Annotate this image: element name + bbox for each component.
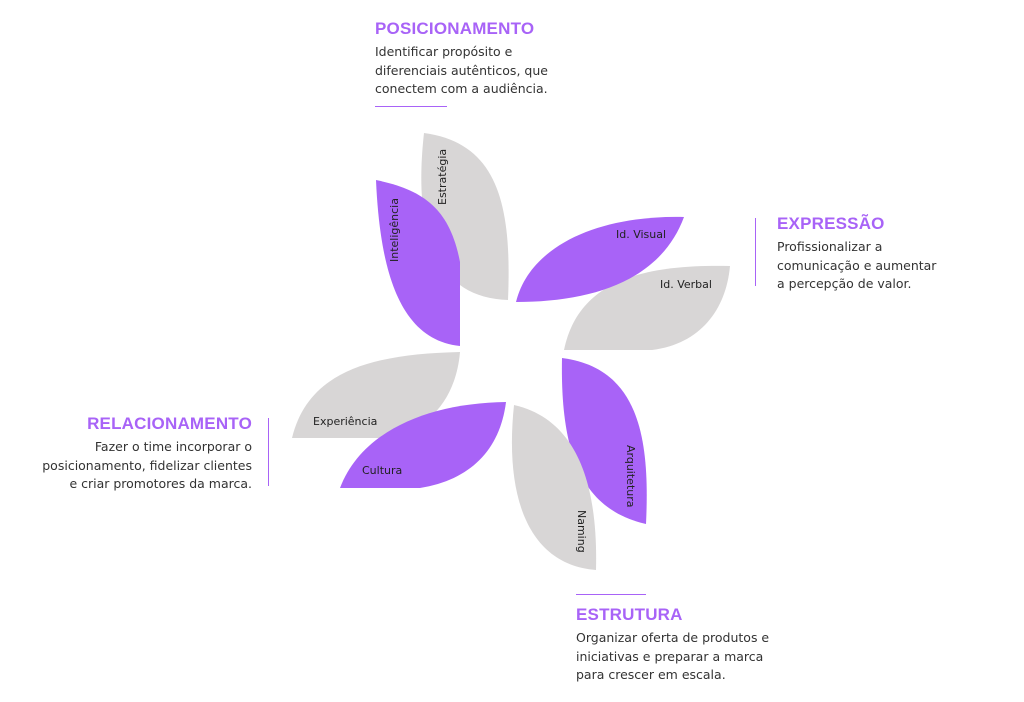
section-text-estrutura: Organizar oferta de produtos e iniciativ… — [576, 630, 770, 682]
section-title-relacionamento: RELACIONAMENTO — [87, 414, 252, 433]
petal-arquitetura — [561, 358, 647, 524]
petal-label-arquitetura: Arquitetura — [624, 445, 637, 508]
section-text-expressao: Profissionalizar a comunicação e aumenta… — [777, 239, 937, 291]
section-title-posicionamento: POSICIONAMENTO — [375, 19, 535, 38]
divider-expressao — [755, 218, 756, 286]
petal-naming — [511, 405, 597, 570]
petal-label-estrategia: Estratégia — [436, 149, 449, 205]
petal-cultura — [340, 402, 506, 488]
petal-label-naming: Naming — [575, 510, 588, 553]
section-relacionamento: RELACIONAMENTO Fazer o time incorporar o… — [30, 414, 252, 494]
divider-posicionamento — [375, 106, 447, 107]
section-posicionamento: POSICIONAMENTO Identificar propósito e d… — [375, 19, 595, 99]
divider-relacionamento — [268, 418, 269, 486]
petal-label-inteligencia: Inteligência — [388, 198, 401, 262]
petal-label-experiencia: Experiência — [313, 415, 377, 428]
section-title-estrutura: ESTRUTURA — [576, 605, 683, 624]
petal-id-visual — [516, 216, 684, 302]
petal-label-id-verbal: Id. Verbal — [660, 278, 712, 291]
section-expressao: EXPRESSÃO Profissionalizar a comunicação… — [777, 214, 997, 294]
petal-label-id-visual: Id. Visual — [616, 228, 666, 241]
petal-id-verbal — [564, 265, 730, 350]
divider-estrutura — [576, 594, 646, 595]
petal-label-cultura: Cultura — [362, 464, 402, 477]
section-text-posicionamento: Identificar propósito e diferenciais aut… — [375, 44, 548, 96]
petal-experiencia — [292, 352, 460, 438]
section-text-relacionamento: Fazer o time incorporar o posicionamento… — [42, 439, 252, 491]
petal-inteligencia — [376, 180, 460, 346]
section-estrutura: ESTRUTURA Organizar oferta de produtos e… — [576, 605, 806, 685]
section-title-expressao: EXPRESSÃO — [777, 214, 885, 233]
